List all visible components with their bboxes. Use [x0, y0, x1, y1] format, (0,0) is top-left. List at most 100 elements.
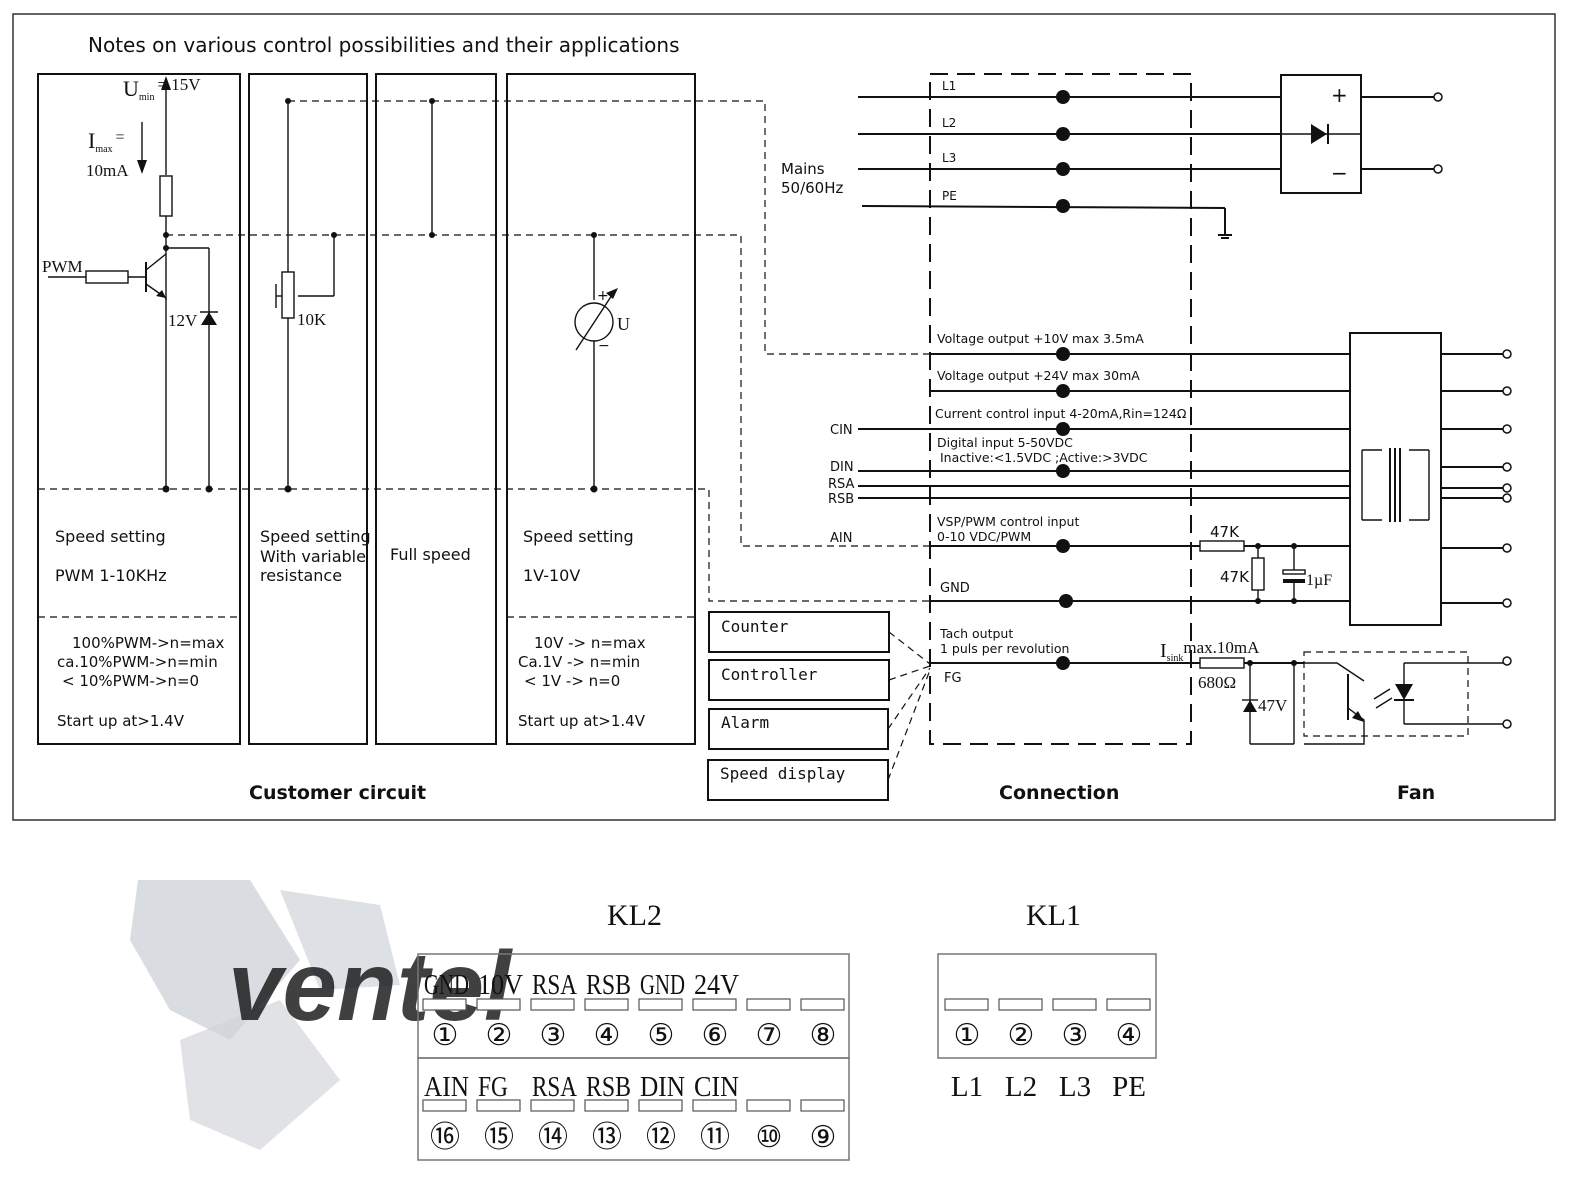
section-fan: Fan — [1397, 782, 1435, 804]
potentiometer-circuit — [275, 98, 337, 493]
cap-label: 1µF — [1306, 572, 1332, 589]
kl2-bottom-label-5: DIN — [640, 1071, 685, 1103]
panel4-line2: 1V-10V — [523, 566, 580, 585]
rectifier-block — [1280, 74, 1443, 194]
kl2-top-number-8: ⑧ — [810, 1019, 837, 1052]
kl1-number-2: ② — [1008, 1019, 1035, 1052]
sig-din-2: Inactive:<1.5VDC ;Active:>3VDC — [940, 450, 1148, 465]
watermark-logo: ventel — [130, 880, 513, 1150]
kl2-top-number-3: ③ — [540, 1019, 567, 1052]
signal-lines — [858, 347, 1350, 670]
panel1-note2: ca.10%PWM->n=min — [57, 653, 218, 671]
kl2-bottom-slot-5 — [638, 1099, 683, 1112]
kl1-block — [937, 953, 1157, 1059]
sig-fg: FG — [944, 671, 962, 686]
sig-cin: Current control input 4-20mA,Rin=124Ω — [935, 406, 1187, 421]
kl2-top-slot-6 — [692, 998, 737, 1011]
kl2-bottom-number-2: ⑮ — [484, 1121, 514, 1154]
kl2-top-slot-8 — [800, 998, 845, 1011]
sig-ain-2: 0-10 VDC/PWM — [937, 529, 1031, 544]
left-label-din: DIN — [830, 460, 854, 475]
r47k-a-label: 47K — [1210, 523, 1240, 541]
panel4-line1: Speed setting — [523, 527, 634, 546]
left-label-ain: AIN — [830, 531, 852, 546]
tach-network — [1199, 657, 1297, 745]
kl2-bottom-number-1: ⑯ — [430, 1121, 460, 1154]
kl1-number-1: ① — [954, 1019, 981, 1052]
mains-l3: L3 — [942, 151, 956, 165]
kl1-slot-1 — [944, 998, 989, 1011]
isink-label: Isinkmax.10mA — [1160, 638, 1260, 664]
rectifier-plus: + — [1331, 83, 1348, 107]
kl1-label-3: L3 — [1059, 1071, 1091, 1103]
kl2-bottom-number-8: ⑨ — [810, 1121, 837, 1154]
kl2-top-slot-5 — [638, 998, 683, 1011]
kl2-top-label-1: GND — [424, 969, 469, 1001]
left-label-rsb: RSB — [828, 492, 854, 507]
kl2-top-label-2: 10V — [478, 969, 523, 1001]
panel1-note1: 100%PWM->n=max — [72, 634, 225, 652]
panel2-line1: Speed setting — [260, 527, 371, 546]
mains-pe: PE — [942, 189, 957, 203]
panel4-note3: < 1V -> n=0 — [524, 672, 620, 690]
output-boxes — [707, 611, 931, 801]
r680-label: 680Ω — [1198, 673, 1236, 692]
output-counter: Counter — [721, 617, 789, 636]
kl2-bottom-slot-7 — [746, 1099, 791, 1112]
diagram-title: Notes on various control possibilities a… — [88, 33, 680, 57]
z47-label: 47V — [1258, 696, 1288, 715]
customer-panels — [37, 73, 696, 745]
umin-label: Umin= 15V — [123, 75, 201, 103]
sig-tach-2: 1 puls per revolution — [940, 641, 1069, 656]
sig-din-1: Digital input 5-50VDC — [937, 435, 1073, 450]
kl2-bottom-number-4: ⑬ — [592, 1121, 622, 1154]
kl2-bottom-slot-6 — [692, 1099, 737, 1112]
kl1-label-2: L2 — [1005, 1071, 1037, 1103]
output-speed-display: Speed display — [720, 764, 846, 783]
mains-label-2: 50/60Hz — [781, 179, 844, 197]
imax-label: Imax= — [88, 128, 125, 155]
r47k-b-label: 47K — [1220, 568, 1250, 586]
kl2-top-slot-7 — [746, 998, 791, 1011]
kl2-bottom-label-3: RSA — [532, 1071, 577, 1103]
meter-u-label: U — [617, 314, 630, 334]
sig-v10: Voltage output +10V max 3.5mA — [937, 331, 1144, 346]
kl1-slot-3 — [1052, 998, 1097, 1011]
kl2-top-slot-3 — [530, 998, 575, 1011]
kl2-top-label-6: 24V — [694, 969, 739, 1001]
kl1-label-1: L1 — [951, 1071, 983, 1103]
kl2-bottom-number-6: ⑪ — [700, 1121, 730, 1154]
diagram-frame — [12, 13, 1556, 821]
kl2-top-label-3: RSA — [532, 969, 577, 1001]
section-customer: Customer circuit — [249, 782, 426, 804]
mains-l2: L2 — [942, 116, 956, 130]
rectifier-minus: − — [1331, 161, 1348, 185]
sig-v24: Voltage output +24V max 30mA — [937, 368, 1140, 383]
svg-text:ventel: ventel — [228, 931, 513, 1041]
kl2-bottom-label-6: CIN — [694, 1071, 739, 1103]
panel1-note3: < 10%PWM->n=0 — [62, 672, 199, 690]
mains-l1: L1 — [942, 79, 956, 93]
meter-minus: − — [598, 338, 610, 354]
panel4-note2: Ca.1V -> n=min — [518, 653, 640, 671]
panel3-line1: Full speed — [390, 545, 471, 564]
sig-tach-1: Tach output — [939, 626, 1013, 641]
panel4-note4: Start up at>1.4V — [518, 712, 646, 730]
kl2-top-number-4: ④ — [594, 1019, 621, 1052]
kl2-top-label-4: RSB — [586, 969, 631, 1001]
kl2-top-number-1: ① — [432, 1019, 459, 1052]
connection-box — [929, 73, 1192, 745]
left-label-rsa: RSA — [828, 477, 855, 492]
pwm-circuit — [48, 76, 218, 493]
output-controller: Controller — [721, 665, 818, 684]
kl2-title: KL2 — [607, 899, 662, 932]
kl2-top-slot-4 — [584, 998, 629, 1011]
mains-lines — [858, 90, 1281, 239]
section-connection: Connection — [999, 782, 1119, 804]
kl2-top-label-5: GND — [640, 969, 685, 1001]
kl1-slot-2 — [998, 998, 1043, 1011]
kl2-bottom-number-3: ⑭ — [538, 1121, 568, 1154]
